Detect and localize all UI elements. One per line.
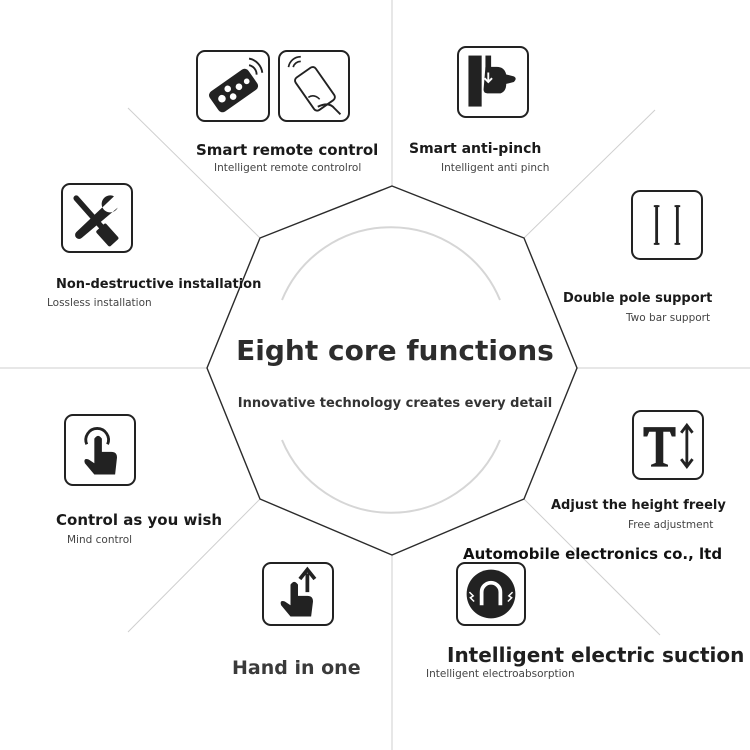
feature-title-install: Non-destructive installation xyxy=(56,277,262,292)
feature-subtitle-control: Mind control xyxy=(67,534,133,546)
magnet-suction-icon xyxy=(456,562,526,626)
feature-title-suction: Intelligent electric suction xyxy=(447,643,745,667)
feature-title-control: Control as you wish xyxy=(56,511,223,529)
remote-control-icon xyxy=(196,50,270,122)
divider-line-top-left xyxy=(127,107,261,239)
hand-pinch-icon xyxy=(457,46,529,118)
text-height-icon xyxy=(632,410,704,480)
feature-subtitle-remote: Intelligent remote controlrol xyxy=(214,162,362,174)
center-title: Eight core functions xyxy=(236,334,554,367)
feature-title-pole: Double pole support xyxy=(563,291,713,306)
finger-touch-icon xyxy=(64,414,136,486)
feature-subtitle-pole: Two bar support xyxy=(626,312,711,324)
double-pole-icon xyxy=(631,190,703,260)
wrench-screwdriver-icon xyxy=(61,183,133,253)
company-name: Automobile electronics co., ltd xyxy=(463,545,723,563)
divider-line-bottom-right xyxy=(523,498,661,636)
feature-title-antipinch: Smart anti-pinch xyxy=(409,141,542,157)
feature-title-hand: Hand in one xyxy=(232,657,361,679)
finger-up-arrow-icon xyxy=(262,562,334,626)
divider-line-bottom-left xyxy=(127,498,261,633)
feature-subtitle-antipinch: Intelligent anti pinch xyxy=(441,162,550,174)
feature-title-height: Adjust the height freely xyxy=(551,498,726,513)
feature-subtitle-suction: Intelligent electroabsorption xyxy=(426,668,575,680)
feature-title-remote: Smart remote control xyxy=(196,141,379,159)
phone-hand-icon xyxy=(278,50,350,122)
divider-line-top-right xyxy=(523,109,656,239)
center-octagon xyxy=(206,185,578,556)
decorative-arc-top xyxy=(281,226,501,301)
center-subtitle: Innovative technology creates every deta… xyxy=(237,396,553,411)
feature-subtitle-height: Free adjustment xyxy=(628,519,714,531)
feature-subtitle-install: Lossless installation xyxy=(47,297,152,309)
decorative-arc-bottom xyxy=(281,439,501,514)
